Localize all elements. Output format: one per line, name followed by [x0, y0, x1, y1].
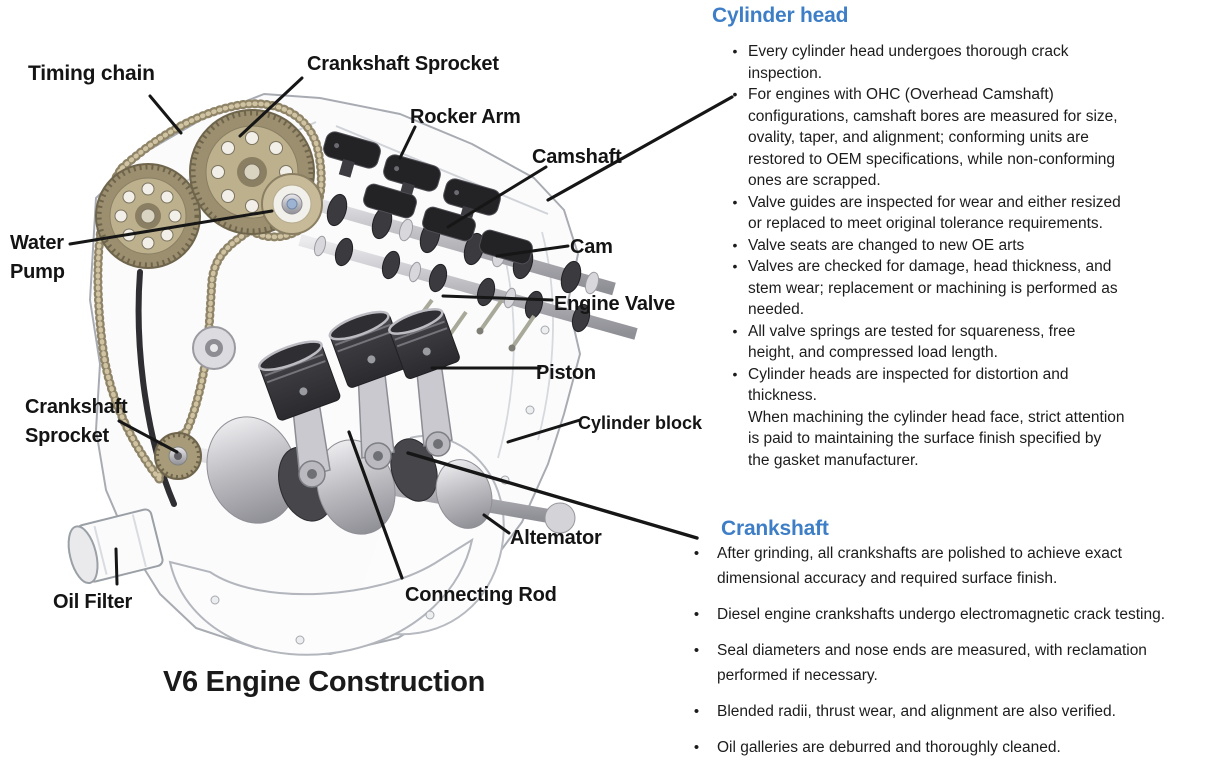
bullet-icon: •: [693, 606, 700, 623]
bullet-icon: •: [693, 703, 700, 720]
leader-cam: [495, 244, 570, 258]
leader-cylinder-head: [546, 95, 734, 202]
bullet-icon: •: [732, 322, 738, 339]
bullet-icon: •: [732, 43, 738, 59]
chain-guide: [135, 269, 177, 507]
connecting-rods: [291, 355, 453, 488]
list-item: • Seal diameters and nose ends are measur…: [676, 638, 1190, 688]
leader-crankshaft-sprocket-top: [238, 76, 304, 138]
list-item-text: After grinding, all crankshafts are poli…: [717, 545, 1122, 587]
leader-crankshaft-sprocket-left: [117, 419, 179, 454]
bullet-icon: •: [693, 545, 700, 562]
leader-camshaft: [446, 165, 548, 229]
bullet-icon: •: [732, 258, 738, 274]
list-item: • Blended radii, thrust wear, and alignme…: [676, 699, 1190, 724]
list-item-text: Valves are checked for damage, head thic…: [748, 258, 1118, 318]
label-camshaft: Camshaft: [532, 146, 622, 168]
list-item-text: Valve seats are changed to new OE arts: [748, 236, 1025, 254]
list-item: • All valve springs are tested for square…: [722, 321, 1126, 364]
label-cam: Cam: [570, 236, 613, 258]
list-item: • After grinding, all crankshafts are pol…: [676, 541, 1190, 591]
label-water-pump: Water Pump: [10, 232, 65, 283]
cylinder-head-list: • Every cylinder head undergoes thorough …: [722, 41, 1126, 471]
crankshaft-sprocket-graphic: [154, 432, 202, 480]
leader-water-pump: [68, 209, 274, 246]
crankshaft-graphic: [182, 416, 576, 535]
list-item-text: Diesel engine crankshafts undergo electr…: [717, 606, 1166, 623]
bullet-icon: •: [693, 642, 700, 659]
cylinder-head-heading: Cylinder head: [712, 4, 849, 27]
bullet-icon: •: [732, 86, 738, 102]
list-item-text: Oil galleries are deburred and thoroughl…: [717, 739, 1061, 756]
timing-chain-graphic: [93, 99, 326, 483]
leader-timing-chain: [148, 94, 183, 135]
label-engine-valve: Engine Valve: [554, 293, 675, 315]
leader-alternator: [482, 513, 511, 535]
crankshaft-heading: Crankshaft: [721, 517, 829, 540]
list-item-text: Blended radii, thrust wear, and alignmen…: [717, 703, 1116, 720]
list-item-note: •When machining the cylinder head face, …: [722, 407, 1126, 472]
label-oil-filter: Oil Filter: [53, 591, 133, 613]
leader-connecting-rod: [347, 430, 404, 580]
bullet-icon: •: [732, 236, 738, 253]
list-item: • Valves are checked for damage, head thi…: [722, 256, 1126, 321]
list-item-text: Cylinder heads are inspected for distort…: [748, 365, 1069, 405]
list-item: • Valve seats are changed to new OE arts: [722, 235, 1126, 257]
water-pump-pulley: [261, 173, 323, 235]
label-timing-chain: Timing chain: [28, 62, 155, 85]
bullet-icon: •: [693, 739, 700, 756]
list-item: • Every cylinder head undergoes thorough …: [722, 41, 1126, 84]
list-item-text: For engines with OHC (Overhead Camshaft)…: [748, 86, 1118, 189]
list-item-text: All valve springs are tested for squaren…: [748, 322, 1076, 362]
list-item-text: Seal diameters and nose ends are measure…: [717, 642, 1147, 684]
chain-tensioner: [192, 326, 236, 370]
bullet-icon: •: [732, 193, 738, 210]
label-crankshaft-sprocket-left: Crankshaft Sprocket: [25, 396, 128, 447]
leader-rocker-arm: [398, 125, 417, 160]
list-item: • Oil galleries are deburred and thorough…: [676, 735, 1190, 760]
list-item: • For engines with OHC (Overhead Camshaft…: [722, 84, 1126, 192]
list-item-text: Valve guides are inspected for wear and …: [748, 193, 1121, 233]
list-item-text: Every cylinder head undergoes thorough c…: [748, 43, 1069, 82]
label-piston: Piston: [536, 362, 596, 384]
rocker-arms: [323, 131, 533, 265]
label-alternator: Altemator: [510, 527, 602, 549]
list-item: • Valve guides are inspected for wear and…: [722, 192, 1126, 235]
list-item: • Diesel engine crankshafts undergo elect…: [676, 602, 1190, 627]
list-item: • Cylinder heads are inspected for distor…: [722, 364, 1126, 407]
oil-filter-graphic: [67, 508, 164, 585]
leader-cylinder-block: [506, 418, 582, 444]
leader-crankshaft-section: [406, 451, 699, 540]
label-connecting-rod: Connecting Rod: [405, 584, 557, 606]
bullet-icon: •: [732, 365, 738, 382]
diagram-title: V6 Engine Construction: [163, 666, 486, 698]
oil-pan: [168, 537, 474, 656]
crankshaft-list: • After grinding, all crankshafts are pol…: [676, 541, 1190, 771]
label-cylinder-block: Cylinder block: [578, 413, 703, 433]
camshaft-b: [298, 234, 638, 340]
leader-oil-filter: [114, 547, 119, 586]
label-crankshaft-sprocket-top: Crankshaft Sprocket: [307, 53, 499, 75]
pistons-graphic: [258, 308, 460, 421]
note-text: When machining the cylinder head face, s…: [748, 408, 1125, 469]
engine-illustration: [67, 93, 638, 656]
leader-engine-valve: [441, 294, 554, 302]
label-rocker-arm: Rocker Arm: [410, 106, 521, 128]
